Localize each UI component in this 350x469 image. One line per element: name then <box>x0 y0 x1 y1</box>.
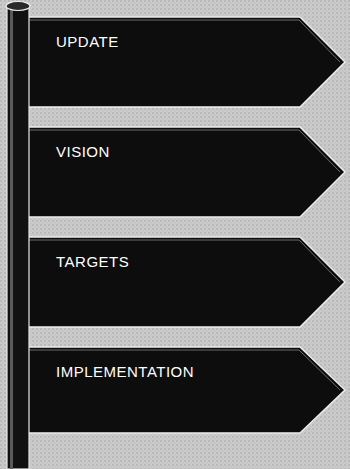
pole-highlight <box>10 8 13 469</box>
sign-label: TARGETS <box>56 253 350 270</box>
sign-outline <box>22 346 346 434</box>
pole-cap <box>6 2 30 11</box>
sign-shape <box>23 127 345 217</box>
arrow-sign: IMPLEMENTATION <box>22 346 346 434</box>
arrow-sign: UPDATE <box>22 16 346 108</box>
sign-outline <box>22 126 346 218</box>
sign-shape <box>23 347 345 433</box>
sign-shape <box>23 17 345 107</box>
sign-label: VISION <box>56 143 350 160</box>
sign-label: UPDATE <box>56 33 350 50</box>
sign-label: IMPLEMENTATION <box>56 363 350 380</box>
sign-outline <box>22 236 346 328</box>
sign-outline <box>22 16 346 108</box>
arrow-sign: VISION <box>22 126 346 218</box>
sign-shape <box>23 237 345 327</box>
arrow-sign: TARGETS <box>22 236 346 328</box>
pole-shaft <box>7 6 29 469</box>
